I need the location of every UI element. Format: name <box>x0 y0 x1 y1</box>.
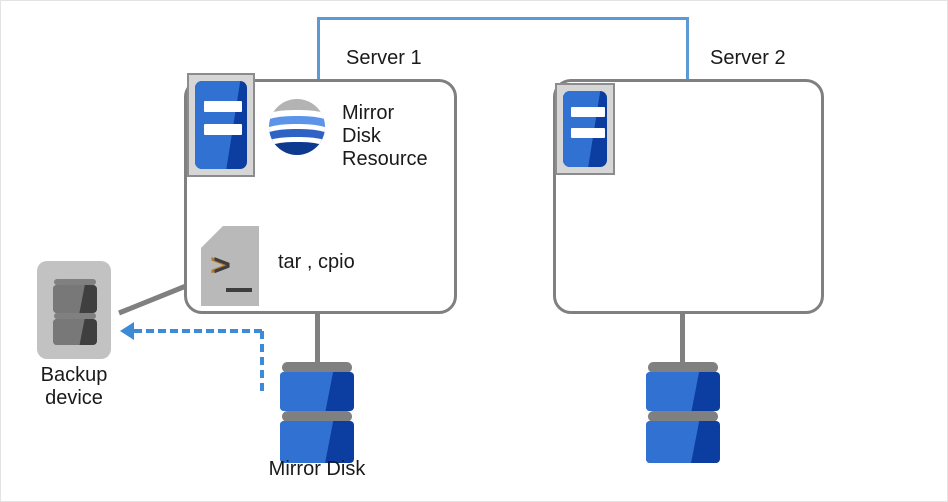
server-icon-body <box>563 91 607 167</box>
server2-label: Server 2 <box>710 47 786 69</box>
globe-wave-navy <box>269 141 325 155</box>
backup-device-label: Backup device <box>40 364 108 409</box>
disk-stack-icon <box>646 362 720 463</box>
server1-disk-link <box>315 314 320 367</box>
backup-disk-platter-bottom <box>53 319 97 345</box>
server-icon <box>555 83 615 175</box>
interconnect-left-segment <box>317 17 320 80</box>
server-icon <box>187 73 255 177</box>
disk-platter-top <box>646 372 720 411</box>
mirror-disk-label: Mirror Disk <box>268 458 366 480</box>
disk-platter-bottom <box>646 421 720 463</box>
script-prompt-shadow: > <box>210 251 229 285</box>
script-file-icon: > > <box>201 226 259 306</box>
disk-cap-top <box>282 362 352 373</box>
mirror-disk-resource-label: Mirror Disk Resource <box>342 102 428 170</box>
server-icon-body <box>195 81 247 169</box>
disk-platter-top <box>280 372 354 411</box>
server-icon-bar-top <box>571 107 605 117</box>
backup-disk-cap-middle <box>54 313 96 319</box>
disk-cap-middle <box>282 411 352 422</box>
script-cursor-underscore <box>226 288 252 292</box>
interconnect-top-segment <box>317 17 689 20</box>
script-label: tar , cpio <box>278 251 355 273</box>
backup-flow-arrowhead-icon <box>120 322 134 340</box>
backup-flow-horizontal-segment <box>134 329 262 333</box>
server-icon-bar-bottom <box>204 124 242 135</box>
disk-platter-bottom <box>280 421 354 463</box>
server2-disk-link <box>680 314 685 367</box>
backup-device-link <box>118 283 187 316</box>
backup-flow-vertical-segment <box>260 331 264 391</box>
disk-cap-top <box>648 362 718 373</box>
server-icon-bar-top <box>204 101 242 112</box>
server1-label: Server 1 <box>346 47 422 69</box>
server-icon-bar-bottom <box>571 128 605 138</box>
disk-cap-middle <box>648 411 718 422</box>
script-prompt-chevron-icon: > <box>213 251 232 285</box>
backup-disk-platter-top <box>53 285 97 313</box>
backup-disk-cap-top <box>54 279 96 285</box>
interconnect-right-segment <box>686 17 689 80</box>
backup-device-icon <box>37 261 111 359</box>
disk-stack-icon <box>280 362 354 463</box>
mirror-disk-resource-icon <box>269 99 325 155</box>
